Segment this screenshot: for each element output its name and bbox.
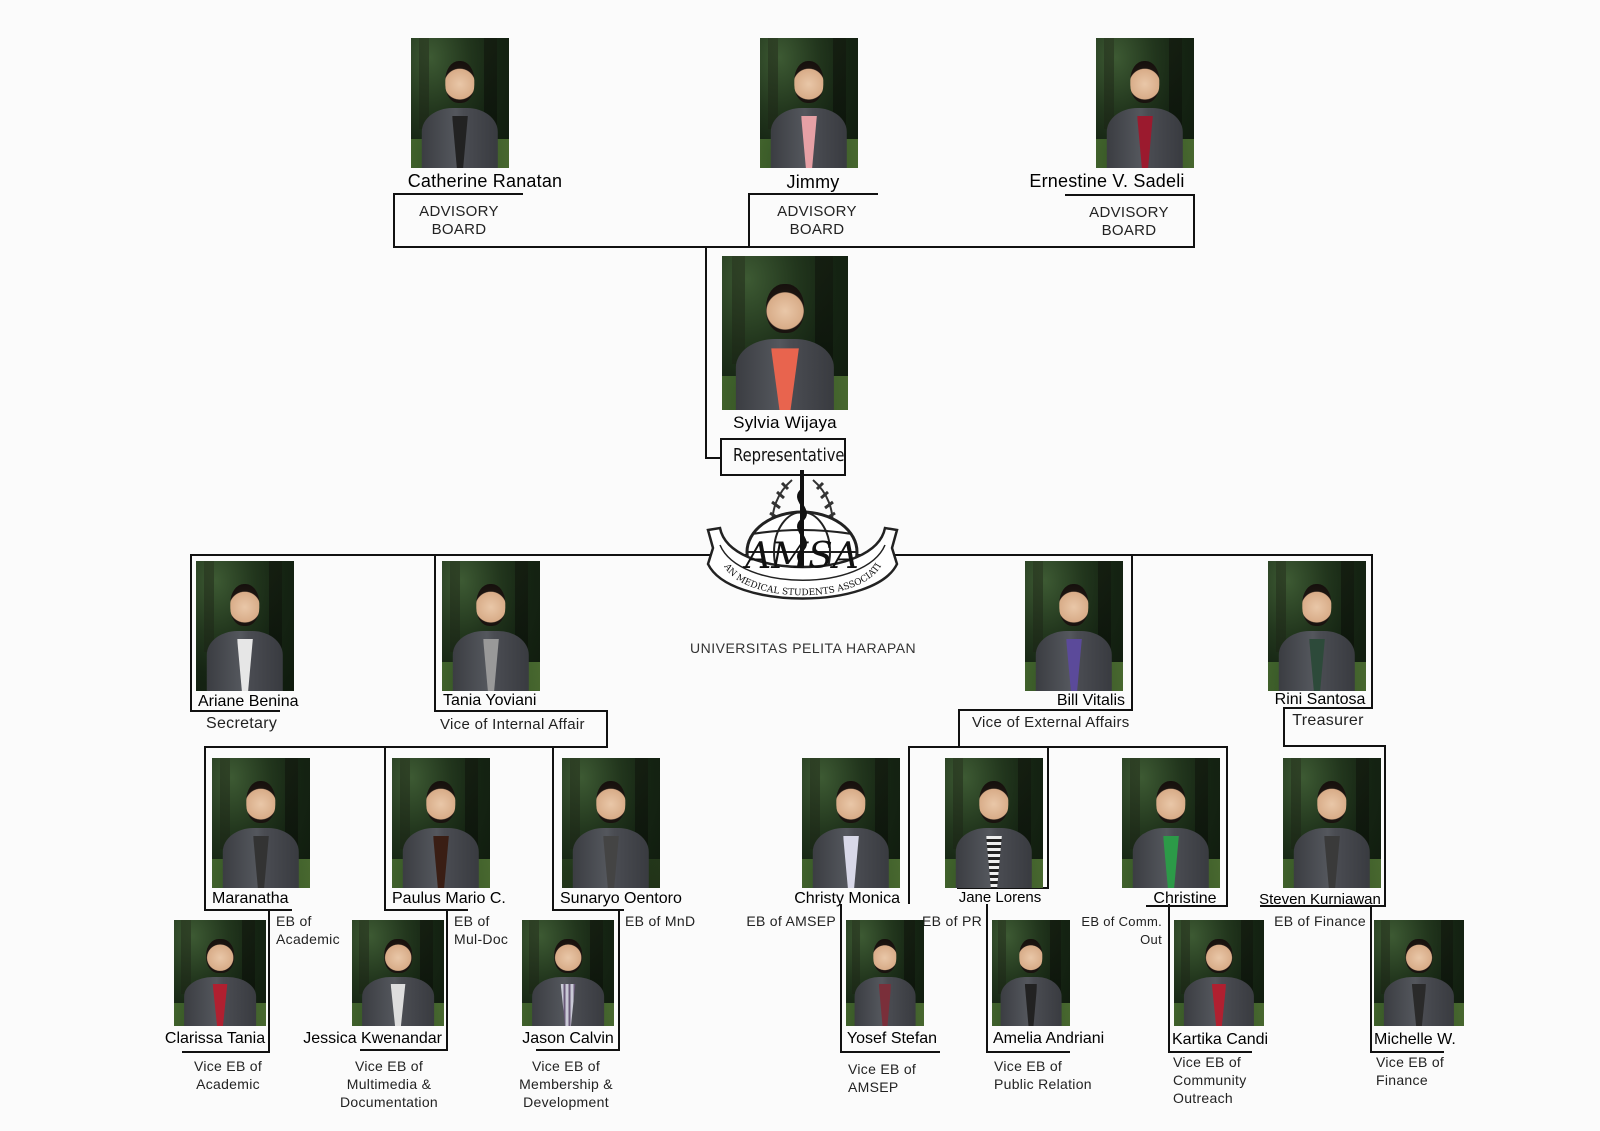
amsa-logo-icon: AMSA ASIAN MEDICAL STUDENTS ASSOCIATION	[700, 470, 899, 600]
member-role-line: Vice EB of	[1173, 1054, 1242, 1070]
member-role-line2: Mul-Doc	[454, 931, 509, 947]
photo-christine	[1122, 758, 1220, 888]
member-role: Vice of External Affairs	[972, 714, 1130, 731]
photo-rini	[1268, 561, 1366, 691]
member-name: Maranatha	[212, 890, 289, 907]
photo-jessica	[352, 920, 444, 1026]
member-role-line: AMSEP	[848, 1079, 899, 1095]
photo-amelia	[992, 920, 1070, 1026]
advisory-role-line1: ADVISORY	[419, 203, 499, 220]
member-role-line: Development	[523, 1094, 609, 1110]
photo-sunaryo	[562, 758, 660, 888]
logo-letters: AMSA	[742, 536, 859, 577]
member-role: Treasurer	[1292, 712, 1364, 729]
advisory-photo-jimmy	[760, 38, 858, 168]
member-role-line1: EB of AMSEP	[746, 913, 836, 929]
member-name: Christine	[1153, 890, 1217, 907]
advisory-name: Catherine Ranatan	[407, 171, 563, 191]
member-role-line1: EB of	[454, 913, 490, 929]
member-role-line2: Academic	[276, 931, 340, 947]
member-role-line: Public Relation	[994, 1076, 1092, 1092]
member-role-line: Community	[1173, 1072, 1247, 1088]
photo-steven	[1283, 758, 1381, 888]
member-role-line: Vice EB of	[193, 1058, 263, 1074]
photo-ariane	[196, 561, 294, 691]
member-name: Steven Kurniawan	[1259, 891, 1381, 908]
member-name: Kartika Candi	[1172, 1031, 1269, 1048]
member-name: Christy Monica	[794, 890, 900, 907]
member-name: Paulus Mario C.	[392, 890, 506, 907]
member-role-line: Multimedia &	[346, 1076, 432, 1092]
member-role-line: Vice EB of	[994, 1058, 1063, 1074]
member-role-line1: EB of Comm.	[1081, 914, 1162, 929]
advisory-name: Jimmy	[786, 172, 840, 192]
member-name: Sunaryo Oentoro	[560, 890, 682, 907]
advisory-photo-catherine	[411, 38, 509, 168]
member-name: Ariane Benina	[198, 693, 299, 710]
member-name: Bill Vitalis	[1056, 692, 1125, 709]
advisory-role-line1: ADVISORY	[777, 203, 857, 220]
photo-michelle	[1374, 920, 1464, 1026]
member-role-line: Vice EB of	[354, 1058, 424, 1074]
representative-name: Sylvia Wijaya	[733, 413, 837, 432]
member-role-line1: EB of Finance	[1274, 913, 1366, 929]
photo-jane	[945, 758, 1043, 888]
photo-yosef	[846, 920, 924, 1026]
member-role-line1: EB of MnD	[625, 913, 696, 929]
member-role-line1: EB of	[276, 913, 312, 929]
member-name: Jessica Kwenandar	[303, 1030, 442, 1047]
photo-maranatha	[212, 758, 310, 888]
photo-clarissa	[174, 920, 266, 1026]
member-role: Vice of Internal Affair	[440, 716, 585, 733]
advisory-role-line2: BOARD	[431, 221, 487, 238]
member-name: Amelia Andriani	[993, 1030, 1105, 1047]
photo-christy	[802, 758, 900, 888]
member-role-line: Vice EB of	[531, 1058, 601, 1074]
member-role-line: Academic	[196, 1076, 260, 1092]
member-role-line: Membership &	[519, 1076, 613, 1092]
member-name: Jane Lorens	[958, 889, 1042, 906]
member-role-line1: EB of PR	[922, 913, 982, 929]
member-role-line: Documentation	[339, 1094, 439, 1110]
member-name: Michelle W.	[1374, 1031, 1456, 1048]
advisory-name: Ernestine V. Sadeli	[1029, 171, 1185, 191]
photo-tania	[442, 561, 540, 691]
advisory-role-line2: BOARD	[789, 221, 845, 238]
representative-photo	[722, 256, 848, 410]
photo-paulus	[392, 758, 490, 888]
member-name: Clarissa Tania	[164, 1030, 266, 1047]
member-role-line2: Out	[1140, 932, 1162, 947]
advisory-role-line2: BOARD	[1101, 222, 1157, 239]
photo-jason	[522, 920, 614, 1026]
member-name: Tania Yoviani	[443, 692, 537, 709]
advisory-photo-ernestine	[1096, 38, 1194, 168]
advisory-role-line1: ADVISORY	[1089, 204, 1169, 221]
member-name: Jason Calvin	[522, 1030, 614, 1047]
member-role-line: Vice EB of	[1376, 1054, 1445, 1070]
member-role-line: Outreach	[1173, 1090, 1233, 1106]
photo-bill	[1025, 561, 1123, 691]
representative-role: Representative	[732, 445, 845, 466]
member-name: Rini Santosa	[1274, 691, 1366, 708]
photo-kartika	[1174, 920, 1264, 1026]
university-name: UNIVERSITAS PELITA HARAPAN	[690, 640, 917, 656]
member-name: Yosef Stefan	[846, 1030, 938, 1047]
member-role: Secretary	[206, 715, 278, 732]
member-role-line: Vice EB of	[848, 1061, 917, 1077]
member-role-line: Finance	[1376, 1072, 1428, 1088]
